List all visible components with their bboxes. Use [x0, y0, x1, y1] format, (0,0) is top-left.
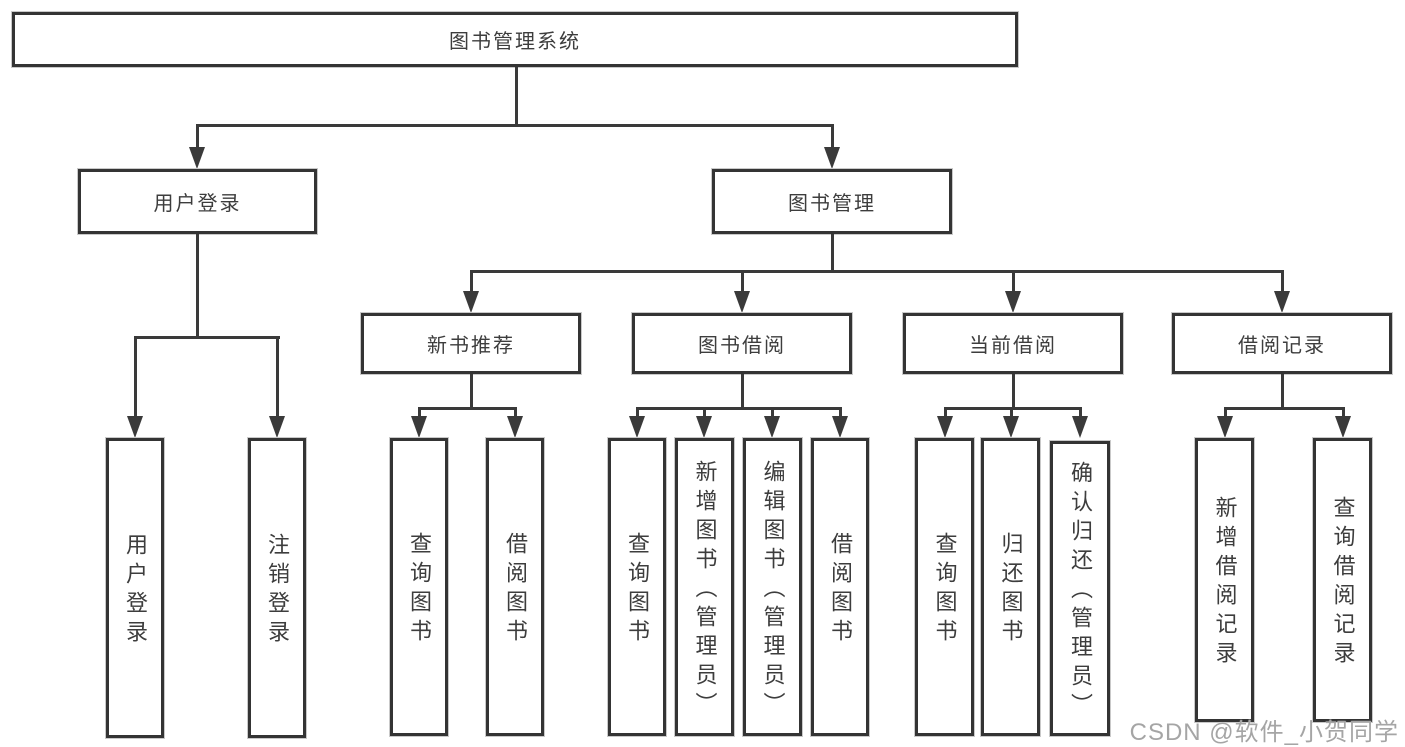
arrow-down-icon — [1005, 291, 1021, 313]
arrow-down-icon — [1335, 416, 1351, 438]
connector-recommend-leaf2-drop — [514, 407, 517, 418]
leaf-borrow-book-recommend: 借阅图书 — [486, 438, 544, 736]
leaf-query-book-current: 查询图书 — [915, 438, 974, 736]
connector-current-drop — [1012, 270, 1015, 292]
leaf-logout-login: 注销登录 — [248, 438, 306, 738]
node-current-borrow: 当前借阅 — [903, 313, 1123, 374]
connector-mgmt-stem — [831, 234, 834, 270]
connector-login-leaf1-drop — [134, 336, 137, 418]
arrow-down-icon — [734, 291, 750, 313]
leaf-query-book-borrow: 查询图书 — [608, 438, 666, 736]
leaf-return-book: 归还图书 — [981, 438, 1040, 736]
leaf-query-borrow-record: 查询借阅记录 — [1313, 438, 1372, 722]
connector-recommend-drop — [470, 270, 473, 292]
connector-login-drop — [196, 124, 199, 150]
connector-root-stem — [515, 67, 518, 124]
leaf-add-borrow-record: 新增借阅记录 — [1195, 438, 1254, 722]
leaf-borrow-book: 借阅图书 — [811, 438, 869, 736]
connector-borrow-leaf3-drop — [771, 407, 774, 418]
node-new-book-recommend: 新书推荐 — [361, 313, 581, 374]
csdn-watermark: CSDN @软件_小贺同学 — [1129, 719, 1399, 746]
arrow-down-icon — [1274, 291, 1290, 313]
node-system-root: 图书管理系统 — [12, 12, 1018, 67]
arrow-down-icon — [1003, 416, 1019, 438]
arrow-down-icon — [1217, 416, 1233, 438]
arrow-down-icon — [764, 416, 780, 438]
connector-current-stem — [1012, 374, 1015, 407]
connector-current-bar — [944, 407, 1082, 410]
node-borrow-records: 借阅记录 — [1172, 313, 1392, 374]
connector-borrow-leaf1-drop — [636, 407, 639, 418]
arrow-down-icon — [269, 416, 285, 438]
connector-level3-bar — [470, 270, 1284, 273]
leaf-query-book-recommend: 查询图书 — [390, 438, 448, 736]
connector-login-stem — [196, 234, 199, 336]
connector-borrow-drop — [741, 270, 744, 292]
node-book-borrow: 图书借阅 — [632, 313, 852, 374]
connector-records-leaf2-drop — [1342, 407, 1345, 418]
connector-records-stem — [1281, 374, 1284, 407]
connector-current-leaf3-drop — [1079, 407, 1082, 418]
connector-borrow-bar — [636, 407, 842, 410]
leaf-add-book-admin: 新增图书（管理员） — [675, 438, 734, 736]
node-book-management: 图书管理 — [712, 169, 952, 234]
connector-borrow-leaf4-drop — [839, 407, 842, 418]
connector-current-leaf1-drop — [944, 407, 947, 418]
connector-borrow-stem — [741, 374, 744, 407]
leaf-user-login: 用户登录 — [106, 438, 164, 738]
arrow-down-icon — [507, 416, 523, 438]
connector-current-leaf2-drop — [1010, 407, 1013, 418]
arrow-down-icon — [629, 416, 645, 438]
connector-login-leaf2-drop — [276, 336, 279, 418]
connector-recommend-leaf1-drop — [418, 407, 421, 418]
arrow-down-icon — [832, 416, 848, 438]
node-user-login: 用户登录 — [78, 169, 317, 234]
connector-mgmt-drop — [831, 124, 834, 150]
connector-recommend-stem — [470, 374, 473, 407]
connector-level1-bar — [196, 124, 833, 127]
connector-login-bar — [134, 336, 280, 339]
arrow-down-icon — [824, 147, 840, 169]
connector-borrow-leaf2-drop — [703, 407, 706, 418]
arrow-down-icon — [696, 416, 712, 438]
arrow-down-icon — [411, 416, 427, 438]
arrow-down-icon — [127, 416, 143, 438]
arrow-down-icon — [189, 147, 205, 169]
connector-records-leaf1-drop — [1224, 407, 1227, 418]
leaf-edit-book-admin: 编辑图书（管理员） — [743, 438, 802, 736]
arrow-down-icon — [463, 291, 479, 313]
arrow-down-icon — [937, 416, 953, 438]
arrow-down-icon — [1072, 416, 1088, 438]
connector-records-drop — [1281, 270, 1284, 292]
connector-recommend-bar — [418, 407, 517, 410]
connector-records-bar — [1224, 407, 1345, 410]
leaf-confirm-return-admin: 确认归还（管理员） — [1050, 441, 1110, 736]
